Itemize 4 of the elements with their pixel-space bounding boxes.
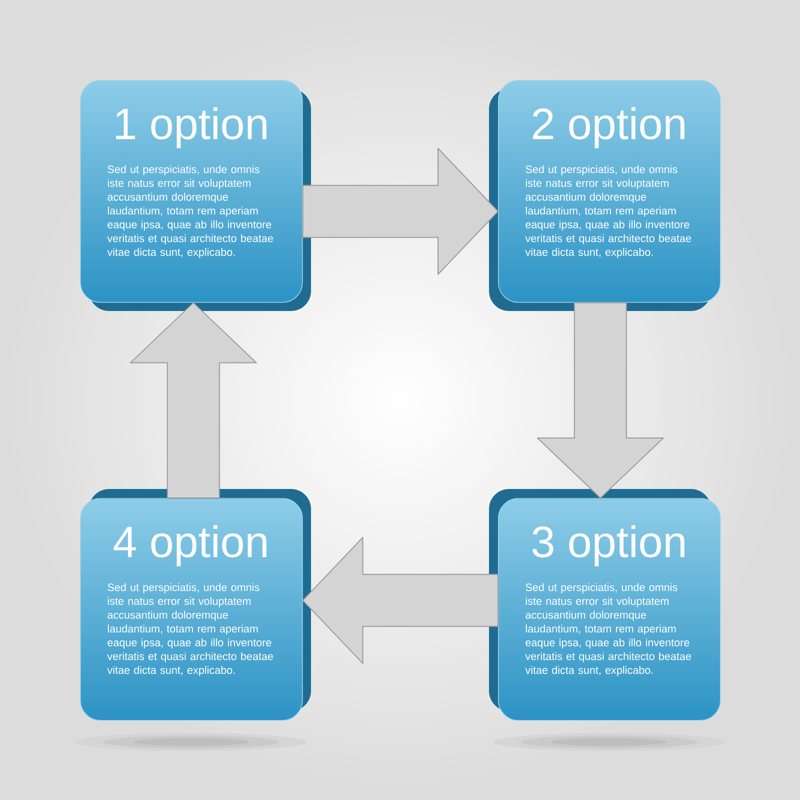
block-arrow — [302, 536, 498, 664]
block-arrow — [130, 302, 257, 498]
block-arrow — [302, 148, 498, 275]
block-arrow — [536, 302, 664, 498]
